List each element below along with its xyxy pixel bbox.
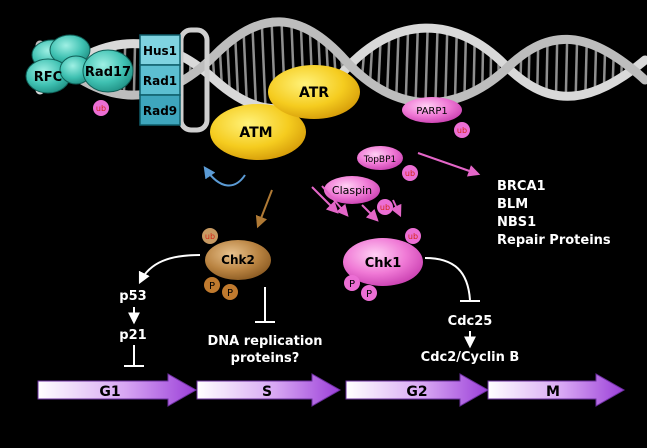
dna-base-pair: [387, 36, 389, 92]
dna-base-pair: [556, 40, 557, 95]
atr-label: ATR: [299, 85, 329, 101]
atm-label: ATM: [239, 125, 272, 141]
claspin-label: Claspin: [332, 184, 372, 197]
rad17-ub-label: ub: [96, 104, 106, 113]
chk2-label: Chk2: [221, 253, 255, 267]
atr-atm-kinases: ATR ATM: [210, 65, 360, 160]
dna-base-pair: [396, 33, 398, 97]
dna-replication-label: DNA replication: [207, 334, 322, 349]
topbp1-to-chk1-arrow: [393, 200, 400, 215]
pathway-labels: p53 p21 DNA replication proteins? Cdc25 …: [119, 289, 519, 366]
p53-label: p53: [119, 289, 146, 304]
topbp1-ub-label: ub: [405, 169, 415, 178]
dna-base-pair: [546, 42, 547, 93]
dna-base-pair: [474, 41, 475, 91]
phase-m-label: M: [546, 384, 560, 400]
dna-base-pair: [425, 28, 427, 102]
chk1-p1-label: P: [349, 279, 355, 290]
parp1-label: PARP1: [416, 106, 448, 117]
phase-g2-label: G2: [406, 384, 427, 400]
chk1-p2-label: P: [366, 289, 372, 300]
claspin-ub-label: ub: [380, 203, 390, 212]
dna-base-pair: [235, 38, 238, 98]
dna-base-pair: [406, 30, 408, 99]
dna-base-pair: [595, 46, 596, 91]
chk2-p1-label: P: [209, 281, 215, 292]
p21-label: p21: [119, 328, 146, 343]
cdc2-cyclinb-label: Cdc2/Cyclin B: [421, 350, 520, 365]
rad1-label: Rad1: [143, 74, 177, 88]
nine-one-one-clamp: Hus1 Rad1 Rad9: [140, 30, 207, 130]
dna-base-pair: [482, 47, 483, 87]
parp1-ub-label: ub: [457, 126, 467, 135]
topbp1-label: TopBP1: [363, 155, 397, 165]
dna-base-pair: [464, 37, 465, 96]
chk2-ub-label: ub: [205, 232, 215, 241]
dna-base-pair: [416, 29, 418, 102]
hus1-label: Hus1: [143, 44, 177, 58]
proteins-label: proteins?: [231, 351, 300, 366]
dna-base-pair: [378, 41, 380, 88]
phase-g2: G2: [346, 374, 488, 406]
phase-m: M: [488, 374, 624, 406]
chk1-ub-label: ub: [408, 232, 418, 241]
target-brca1: BRCA1: [497, 179, 546, 194]
to-repair-proteins-arrow: [418, 153, 478, 174]
claspin-to-chk1-arrow: [362, 205, 377, 220]
dna-base-pair: [244, 32, 247, 102]
chk1-inhibits-cdc25: [425, 258, 470, 300]
blue-feedback-arrow: [205, 168, 245, 185]
phase-g1: G1: [38, 374, 196, 406]
chk1-label: Chk1: [365, 256, 402, 271]
rad9-label: Rad9: [143, 104, 177, 118]
dna-base-pair: [262, 24, 266, 108]
chk2-to-p53-arrow: [140, 255, 200, 282]
chk2-p2-label: P: [227, 288, 233, 299]
dna-base-pair: [445, 30, 447, 101]
parp1-protein: PARP1 ub: [402, 97, 470, 138]
dna-base-pair: [134, 44, 135, 95]
target-nbs1: NBS1: [497, 215, 536, 230]
target-blm: BLM: [497, 197, 528, 212]
dna-base-pair: [455, 33, 457, 99]
cell-cycle-phases: G1 S G2 M: [38, 374, 624, 406]
dna-base-pair: [566, 39, 567, 96]
dna-base-pair: [585, 43, 586, 94]
dna-base-pair: [252, 28, 255, 106]
topbp1-protein: TopBP1 ub: [357, 146, 418, 181]
rad17-label: Rad17: [85, 65, 131, 80]
dna-base-pair: [227, 44, 229, 92]
phase-s-label: S: [262, 384, 272, 400]
chk2-kinase-group: Chk2 ub P P: [202, 228, 271, 300]
rfc-label: RFC: [34, 70, 62, 85]
dna-base-pair: [576, 40, 577, 95]
dna-base-pair: [537, 46, 538, 90]
target-repair-proteins: Repair Proteins: [497, 233, 611, 248]
atm-to-chk2-arrow: [258, 190, 272, 226]
dna-base-pair: [435, 29, 437, 103]
phase-s: S: [197, 374, 340, 406]
repair-targets-list: BRCA1 BLM NBS1 Repair Proteins: [497, 179, 611, 248]
phase-g1-label: G1: [99, 384, 120, 400]
chk1-kinase-group: Chk1 ub P P: [343, 228, 423, 301]
cdc25-label: Cdc25: [448, 314, 493, 329]
